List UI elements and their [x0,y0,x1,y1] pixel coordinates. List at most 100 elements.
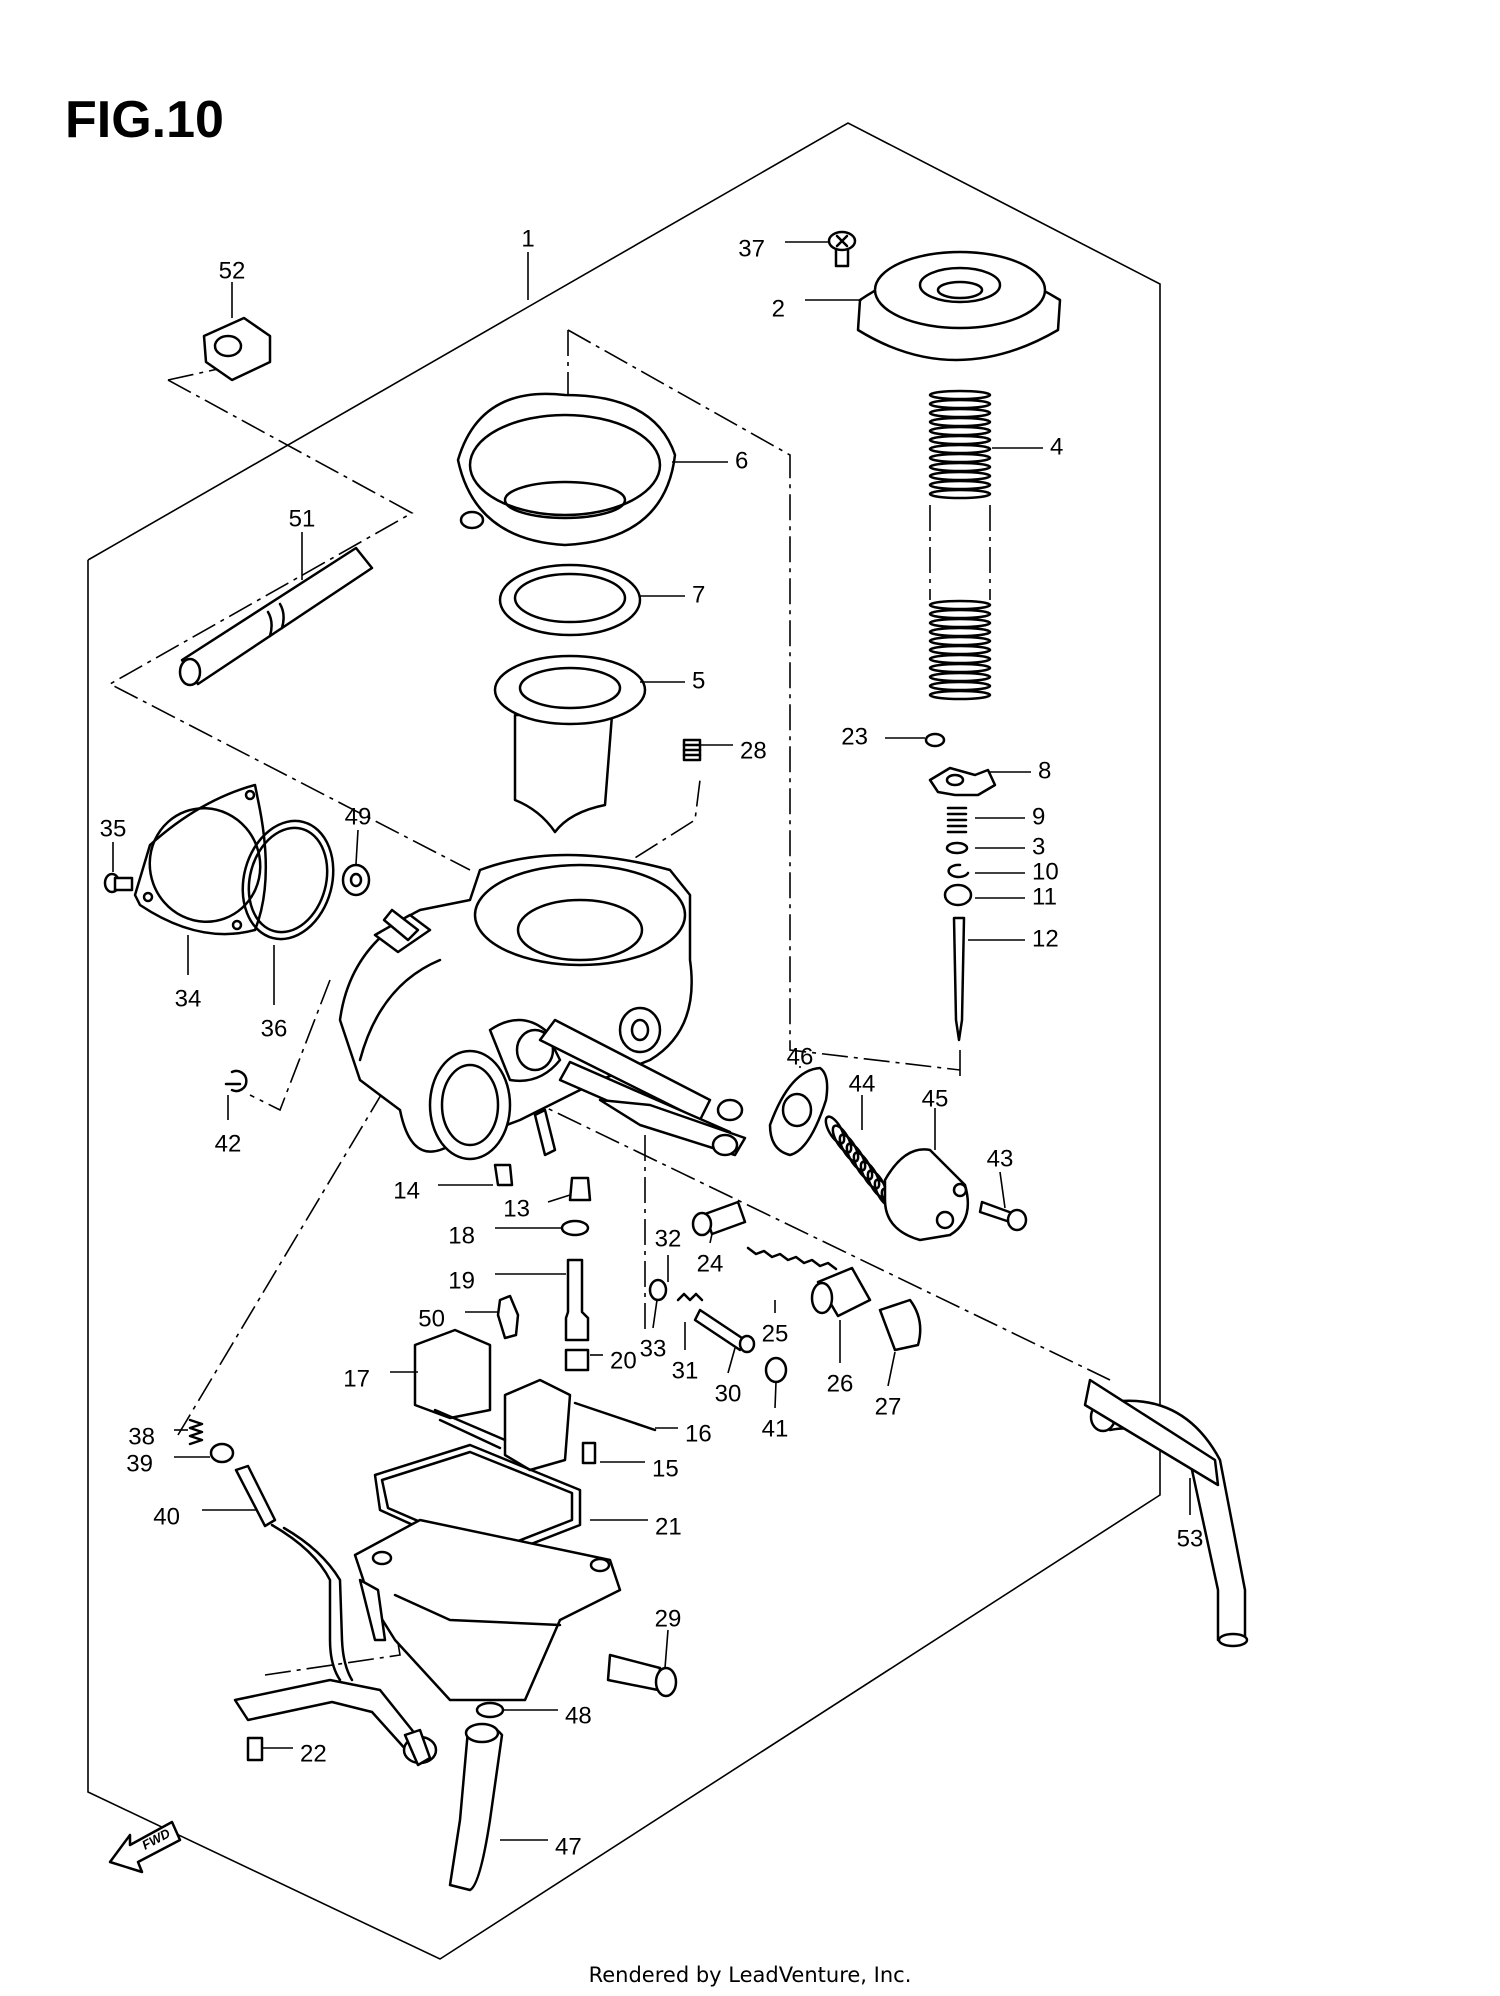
assembly-boundary [87,122,1161,1960]
callout-5: 5 [692,667,705,694]
callout-42: 42 [215,1130,242,1157]
callout-25: 25 [762,1320,789,1347]
part-6-diaphragm [456,392,677,547]
leader-line-43 [999,1171,1006,1209]
callout-31: 31 [672,1357,699,1384]
part-7-ring [498,563,642,637]
callout-14: 14 [393,1177,420,1204]
part-36-oring [241,819,335,941]
carburetor-body [338,853,747,1161]
part-42-clip [224,1069,248,1093]
part-47-drain-hose [448,1722,504,1892]
callout-36: 36 [261,1015,288,1042]
callout-33: 33 [640,1335,667,1362]
callout-35: 35 [100,815,127,842]
leader-line-27 [887,1351,896,1387]
callout-6: 6 [735,447,748,474]
callout-4: 4 [1050,433,1063,460]
callout-37: 37 [738,235,765,262]
part-52-cap [202,316,272,382]
figure-title: FIG.10 [65,91,224,149]
part-51-tube [178,546,374,687]
callout-23: 23 [841,723,868,750]
callout-29: 29 [655,1605,682,1632]
footer-credit: Rendered by LeadVenture, Inc. [589,1963,912,1987]
part-37-screw [827,230,857,268]
callout-15: 15 [652,1455,679,1482]
callout-9: 9 [1032,803,1045,830]
callout-53: 53 [1177,1525,1204,1552]
guide-lines [108,329,1111,1676]
leader-line-30 [727,1347,736,1374]
callout-40: 40 [153,1503,180,1530]
callout-44: 44 [849,1070,876,1097]
callout-16: 16 [685,1420,712,1447]
part-48-oring [475,1701,505,1719]
callout-39: 39 [126,1450,153,1477]
jet-parts [493,1163,592,1372]
callout-34: 34 [175,985,202,1012]
leader-line-41 [774,1381,777,1409]
part-17-float [413,1328,572,1472]
callout-1: 1 [521,225,534,252]
callout-24: 24 [697,1250,724,1277]
leader-line-24 [709,1233,713,1244]
callout-18: 18 [448,1222,475,1249]
callout-48: 48 [565,1702,592,1729]
callout-7: 7 [692,581,705,608]
callout-27: 27 [875,1393,902,1420]
callout-41: 41 [762,1415,789,1442]
part-28-screw [682,738,702,762]
callout-21: 21 [655,1513,682,1540]
part-45-cover [883,1148,970,1242]
callout-layer: 1234567891011121314151617181920212223242… [100,225,1204,1860]
part-39-oring [209,1442,235,1464]
callout-17: 17 [343,1365,370,1392]
part-15-screw [581,1441,597,1465]
part-38-spring [188,1418,204,1446]
bracket-and-adjuster [233,1678,438,1767]
leader-line-49 [355,829,359,865]
callout-46: 46 [787,1043,814,1070]
callout-28: 28 [740,737,767,764]
needle-parts [924,732,997,1042]
callout-26: 26 [827,1370,854,1397]
part-46-plate [768,1066,829,1157]
callout-22: 22 [300,1740,327,1767]
leader-line-33 [652,1299,658,1329]
callout-47: 47 [555,1833,582,1860]
part-5-piston [493,654,647,834]
callout-2: 2 [772,295,785,322]
part-2-top-cover [856,250,1062,362]
callout-45: 45 [922,1085,949,1112]
callout-11: 11 [1032,883,1057,910]
callout-32: 32 [655,1225,682,1252]
callout-3: 3 [1032,833,1045,860]
callout-10: 10 [1032,858,1059,885]
part-53-vent-hose [1083,1378,1249,1648]
callout-20: 20 [610,1347,637,1374]
callout-12: 12 [1032,925,1059,952]
callout-51: 51 [289,505,316,532]
callout-43: 43 [987,1145,1014,1172]
fwd-arrow: FWD [108,1820,182,1874]
part-16-pin [573,1401,657,1432]
leader-line-29 [664,1629,669,1669]
part-35-bolt [103,872,134,894]
part-43-screw [978,1200,1028,1232]
part-40-cable [234,1464,354,1682]
callout-50: 50 [418,1305,445,1332]
callout-49: 49 [345,803,372,830]
leader-line-13 [547,1194,571,1203]
part-4-spring [928,389,992,701]
callout-30: 30 [715,1380,742,1407]
part-21-float-bowl [353,1443,622,1702]
pilot-screw-parts [648,1200,922,1384]
callout-8: 8 [1038,757,1051,784]
callout-52: 52 [219,257,246,284]
part-29-drain-screw [606,1653,678,1698]
callout-38: 38 [128,1423,155,1450]
part-49-washer [341,863,371,897]
callout-13: 13 [503,1195,530,1222]
